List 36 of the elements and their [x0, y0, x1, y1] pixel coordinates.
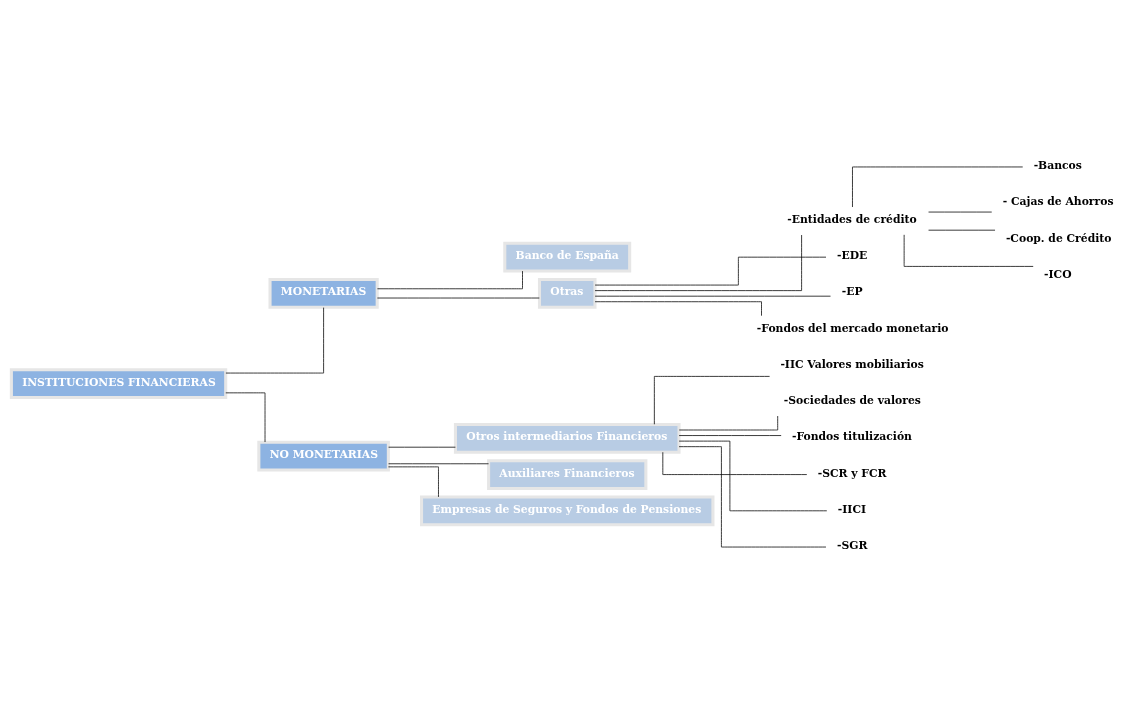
connector — [653, 375, 770, 425]
connector — [377, 270, 523, 289]
node-text: -EDE — [837, 248, 868, 262]
node-box: INSTITUCIONES FINANCIERAS — [9, 367, 228, 399]
node-box: MONETARIAS — [268, 277, 379, 309]
connector — [225, 306, 324, 373]
node-text: -SGR — [837, 538, 868, 552]
node-text: -Fondos titulización — [791, 429, 912, 443]
connector — [852, 166, 1024, 207]
node-text: -Coop. de Crédito — [1005, 231, 1112, 245]
node-text: -ICO — [1044, 267, 1072, 281]
node-text: -IIC Valores mobiliarios — [780, 357, 924, 371]
connector — [662, 451, 808, 475]
node-box: Empresas de Seguros y Fondos de Pensiones — [419, 494, 715, 526]
node-text: -IICI — [837, 502, 867, 516]
connector — [678, 445, 827, 547]
node-text: -Fondos del mercado monetario — [756, 321, 949, 335]
connector — [678, 434, 782, 436]
connector — [678, 440, 828, 511]
node-text: -Sociedades de valores — [783, 393, 921, 407]
connector — [594, 234, 802, 291]
node-text: -Entidades de crédito — [787, 212, 917, 226]
node-box: Otras — [537, 277, 597, 309]
node-text: - Cajas de Ahorros — [1002, 194, 1114, 208]
connector — [594, 256, 827, 285]
node-text: -EP — [841, 284, 863, 298]
node-text: -SCR y FCR — [817, 466, 887, 480]
node-box: Auxiliares Financieros — [487, 458, 648, 490]
connector — [594, 300, 762, 316]
connector — [388, 465, 439, 497]
node-box: Otros intermediarios Financieros — [453, 422, 681, 454]
connector — [678, 415, 779, 430]
node-text: -Bancos — [1033, 158, 1082, 172]
node-box: NO MONETARIAS — [257, 440, 390, 471]
connector — [903, 233, 1034, 267]
node-box: Banco de España — [503, 241, 632, 273]
